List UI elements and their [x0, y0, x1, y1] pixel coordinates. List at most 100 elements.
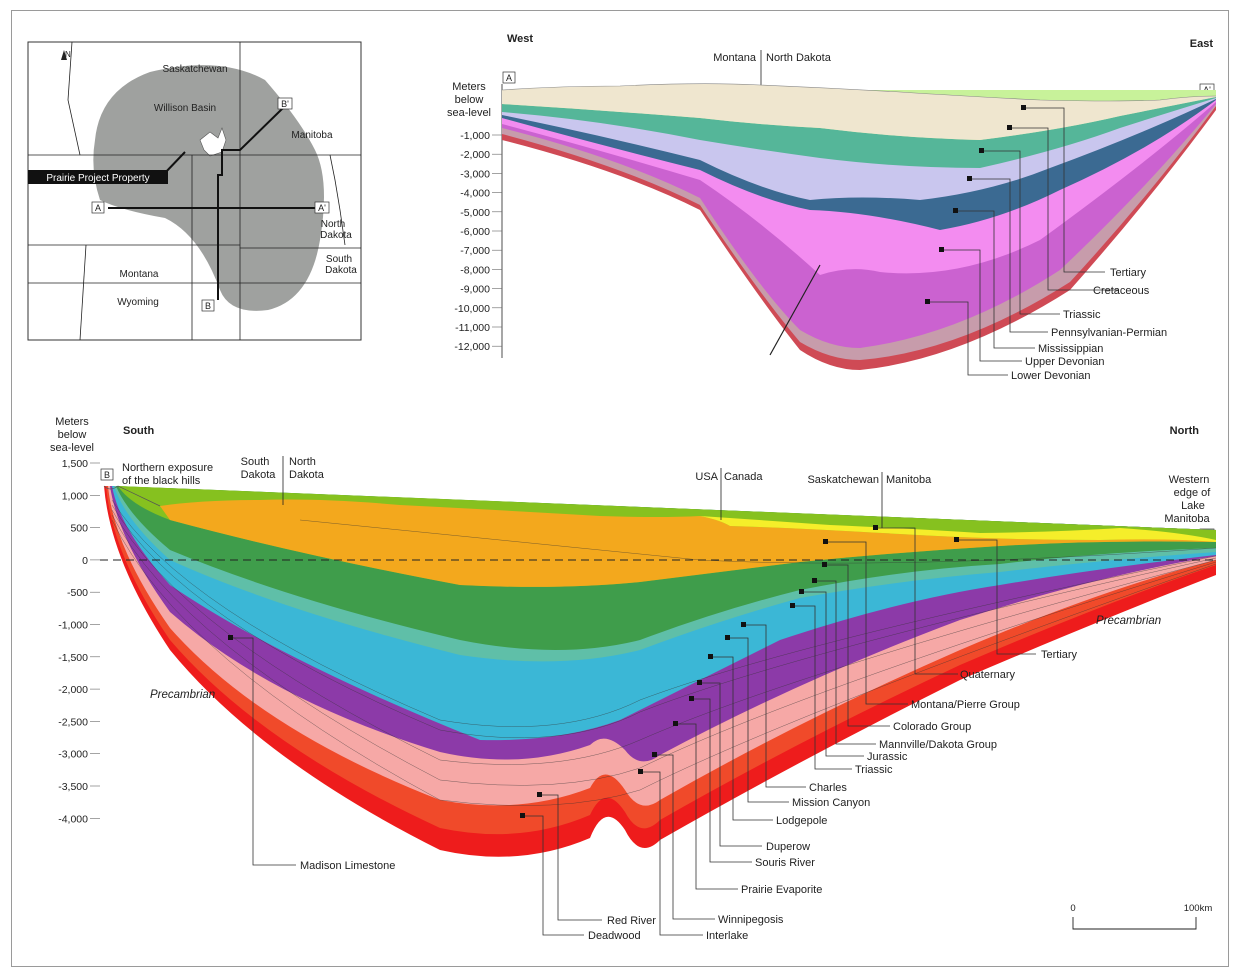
- figure-frame: [11, 10, 1229, 967]
- section-a-label-cretaceous: Cretaceous: [1093, 285, 1150, 297]
- cross-section-a: West East Montana North Dakota Meters be…: [447, 33, 1217, 382]
- section-a-border-left: Montana: [713, 52, 757, 64]
- section-b-label-interlake: Interlake: [706, 930, 748, 942]
- section-b-label-tertiary: Tertiary: [1041, 649, 1078, 661]
- section-a-east: East: [1190, 38, 1214, 50]
- section-a-leaders: [928, 107, 1118, 376]
- section-b-western-edge-2: edge of: [1174, 487, 1212, 499]
- section-a-axis-title-3: sea-level: [447, 107, 491, 119]
- map-marker-a-box: [91, 201, 105, 214]
- section-b-south-dakota-1: South: [241, 456, 270, 468]
- section-b-tick-label: -2,000: [58, 684, 88, 696]
- map-label-north-dakota-2: Dakota: [320, 230, 352, 241]
- section-b-marker-left: B: [104, 470, 110, 480]
- section-b-axis-title-1: Meters: [55, 416, 89, 428]
- layer-a-tertiary: [502, 83, 1216, 140]
- section-b-north-dakota-1: North: [289, 456, 316, 468]
- layer-b-tertiary: [160, 499, 1216, 587]
- section-a-label-upper-devonian: Upper Devonian: [1025, 356, 1105, 368]
- section-b-label-triassic: Triassic: [855, 764, 893, 776]
- section-a-tick-label: -11,000: [455, 322, 490, 334]
- section-b-tick-label: 1,000: [62, 490, 88, 502]
- map-marker-b-box: [201, 299, 215, 312]
- section-a-axis-title-1: Meters: [452, 81, 486, 93]
- section-a-tick-label: -10,000: [454, 303, 490, 315]
- section-b-western-edge-1: Western: [1169, 474, 1210, 486]
- map-label-south-dakota-2: Dakota: [325, 265, 357, 276]
- property-label: Prairie Project Property: [46, 173, 149, 184]
- section-b-label-winnipegosis: Winnipegosis: [718, 914, 784, 926]
- section-a-tick-label: -3,000: [460, 168, 490, 180]
- section-b-surface-left: [103, 485, 161, 507]
- section-b-leaders: [231, 527, 1036, 936]
- section-b-axis-title-3: sea-level: [50, 442, 94, 454]
- location-map: Prairie Project Property N Saskatchewan …: [27, 41, 362, 341]
- section-b-tick-label: -2,500: [58, 716, 88, 728]
- section-b-tick-label: -3,000: [58, 749, 88, 761]
- section-b-western-edge-4: Manitoba: [1164, 513, 1210, 525]
- prairie-property-outline: [199, 127, 227, 157]
- section-a-tick-label: -6,000: [460, 226, 490, 238]
- section-b-label-red-river: Red River: [607, 915, 656, 927]
- section-a-label-triassic: Triassic: [1063, 309, 1101, 321]
- map-boundaries: [28, 41, 361, 341]
- section-b-label-souris-river: Souris River: [755, 857, 815, 869]
- map-marker-a2: A': [318, 203, 326, 213]
- section-a-tick-label: -9,000: [460, 284, 490, 296]
- section-b-tick-label: 0: [82, 555, 88, 567]
- map-label-montana: Montana: [120, 269, 159, 280]
- willison-basin-shape: [93, 65, 324, 311]
- section-b-tick-label: 500: [70, 523, 88, 535]
- section-b-precambrian-right: Precambrian: [1096, 615, 1161, 627]
- section-a-tick-label: -7,000: [460, 245, 490, 257]
- section-a-tick-label: -12,000: [454, 341, 490, 353]
- section-a-marker-left: A: [506, 73, 512, 83]
- map-marker-a2-box: [314, 201, 330, 214]
- section-b-label-mission-canyon: Mission Canyon: [792, 797, 870, 809]
- map-label-basin: Willison Basin: [154, 103, 216, 114]
- section-a-tick-label: -2,000: [460, 149, 490, 161]
- map-marker-b2-box: [277, 97, 293, 110]
- section-b-label-duperow: Duperow: [766, 841, 810, 853]
- section-b-label-mannville: Mannville/Dakota Group: [879, 739, 997, 751]
- section-b-canada: Canada: [724, 471, 763, 483]
- map-label-south-dakota-1: South: [326, 254, 352, 265]
- section-b-ticks: 1,5001,0005000-500-1,000-1,500-2,000-2,5…: [58, 458, 100, 825]
- section-a-label-penn-perm: Pennsylvanian-Permian: [1051, 327, 1167, 339]
- section-b-label-madison: Madison Limestone: [300, 860, 395, 872]
- section-b-strata-lines: [111, 499, 1217, 806]
- section-b-precambrian-left: Precambrian: [150, 689, 215, 701]
- section-b-usa: USA: [695, 471, 718, 483]
- map-label-north-dakota-1: North: [321, 219, 345, 230]
- section-a-border-right: North Dakota: [766, 52, 832, 64]
- section-a-label-mississippian: Mississippian: [1038, 343, 1103, 355]
- section-a-ticks: -1,000-2,000-3,000-4,000-5,000-6,000-7,0…: [454, 130, 502, 353]
- section-b-western-edge-3: Lake: [1181, 500, 1205, 512]
- section-b-south-dakota-2: Dakota: [241, 469, 277, 481]
- section-b-label-colorado: Colorado Group: [893, 721, 971, 733]
- section-b-tick-label: -500: [67, 587, 88, 599]
- map-marker-b2: B': [281, 99, 289, 109]
- section-b-label-montana-pierre: Montana/Pierre Group: [911, 699, 1020, 711]
- scale-bar-end: 100km: [1184, 903, 1213, 914]
- section-b-tick-label: -1,000: [58, 620, 88, 632]
- section-b-marker-left-box: [100, 468, 114, 481]
- section-a-tick-label: -5,000: [460, 207, 490, 219]
- section-b-label-prairie-evaporite: Prairie Evaporite: [741, 884, 822, 896]
- section-a-label-tertiary: Tertiary: [1110, 267, 1147, 279]
- section-a-surface: [501, 83, 1217, 102]
- map-label-wyoming: Wyoming: [117, 297, 159, 308]
- section-a-marker-left-box: [502, 71, 516, 84]
- map-label-manitoba: Manitoba: [291, 130, 333, 141]
- section-b-label-lodgepole: Lodgepole: [776, 815, 827, 827]
- section-a-label-lower-devonian: Lower Devonian: [1011, 370, 1091, 382]
- section-a-tick-label: -8,000: [460, 264, 490, 276]
- section-b-label-jurassic: Jurassic: [867, 751, 908, 763]
- section-b-north: North: [1170, 425, 1200, 437]
- section-b-northern-exposure-1: Northern exposure: [122, 462, 213, 474]
- map-marker-a: A: [95, 203, 101, 213]
- map-label-saskatchewan: Saskatchewan: [162, 64, 227, 75]
- section-b-tick-label: -4,000: [58, 813, 88, 825]
- section-b-south: South: [123, 425, 154, 437]
- cross-section-b: South North Meters below sea-level 1,500…: [50, 416, 1217, 942]
